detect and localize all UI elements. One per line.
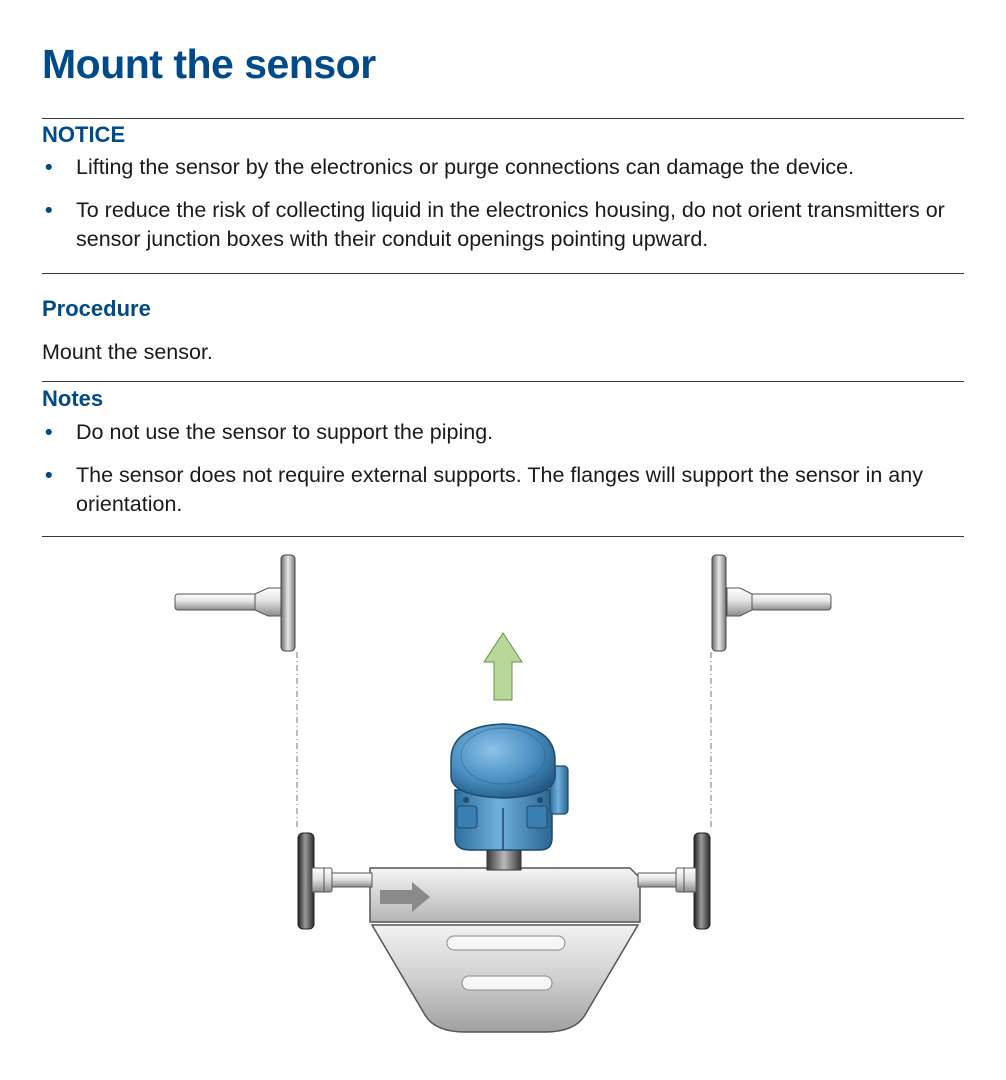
left-pipe-flange [174, 554, 296, 652]
sensor-body [370, 924, 640, 1033]
list-item: • Do not use the sensor to support the p… [42, 418, 964, 447]
transmitter-housing [450, 723, 569, 851]
notes-list: • Do not use the sensor to support the p… [42, 418, 964, 519]
notice-item-text: To reduce the risk of collecting liquid … [76, 198, 945, 251]
lift-direction-arrow-icon [483, 632, 523, 701]
list-item: • The sensor does not require external s… [42, 461, 964, 519]
notice-heading: NOTICE [42, 122, 126, 147]
divider [42, 273, 964, 274]
notice-item-text: Lifting the sensor by the electronics or… [76, 155, 855, 179]
notes-item-text: The sensor does not require external sup… [76, 463, 923, 516]
right-process-connection [637, 832, 711, 930]
list-item: • Lifting the sensor by the electronics … [42, 153, 964, 182]
page-title: Mount the sensor [42, 41, 376, 87]
bullet-icon: • [45, 198, 53, 222]
notes-item-text: Do not use the sensor to support the pip… [76, 420, 494, 444]
right-pipe-flange [711, 554, 832, 652]
divider [42, 118, 964, 119]
divider [42, 536, 964, 537]
sensor-manifold [369, 867, 641, 923]
left-process-connection [297, 832, 373, 930]
notes-heading: Notes [42, 386, 104, 411]
notice-list: • Lifting the sensor by the electronics … [42, 153, 964, 254]
divider [42, 381, 964, 382]
bullet-icon: • [45, 155, 53, 179]
flow-direction-arrow-icon [380, 882, 430, 912]
bullet-icon: • [45, 463, 53, 487]
procedure-text: Mount the sensor. [42, 340, 213, 364]
transmitter-cap [450, 723, 556, 799]
list-item: • To reduce the risk of collecting liqui… [42, 196, 964, 254]
bullet-icon: • [45, 420, 53, 444]
procedure-heading: Procedure [42, 296, 151, 321]
